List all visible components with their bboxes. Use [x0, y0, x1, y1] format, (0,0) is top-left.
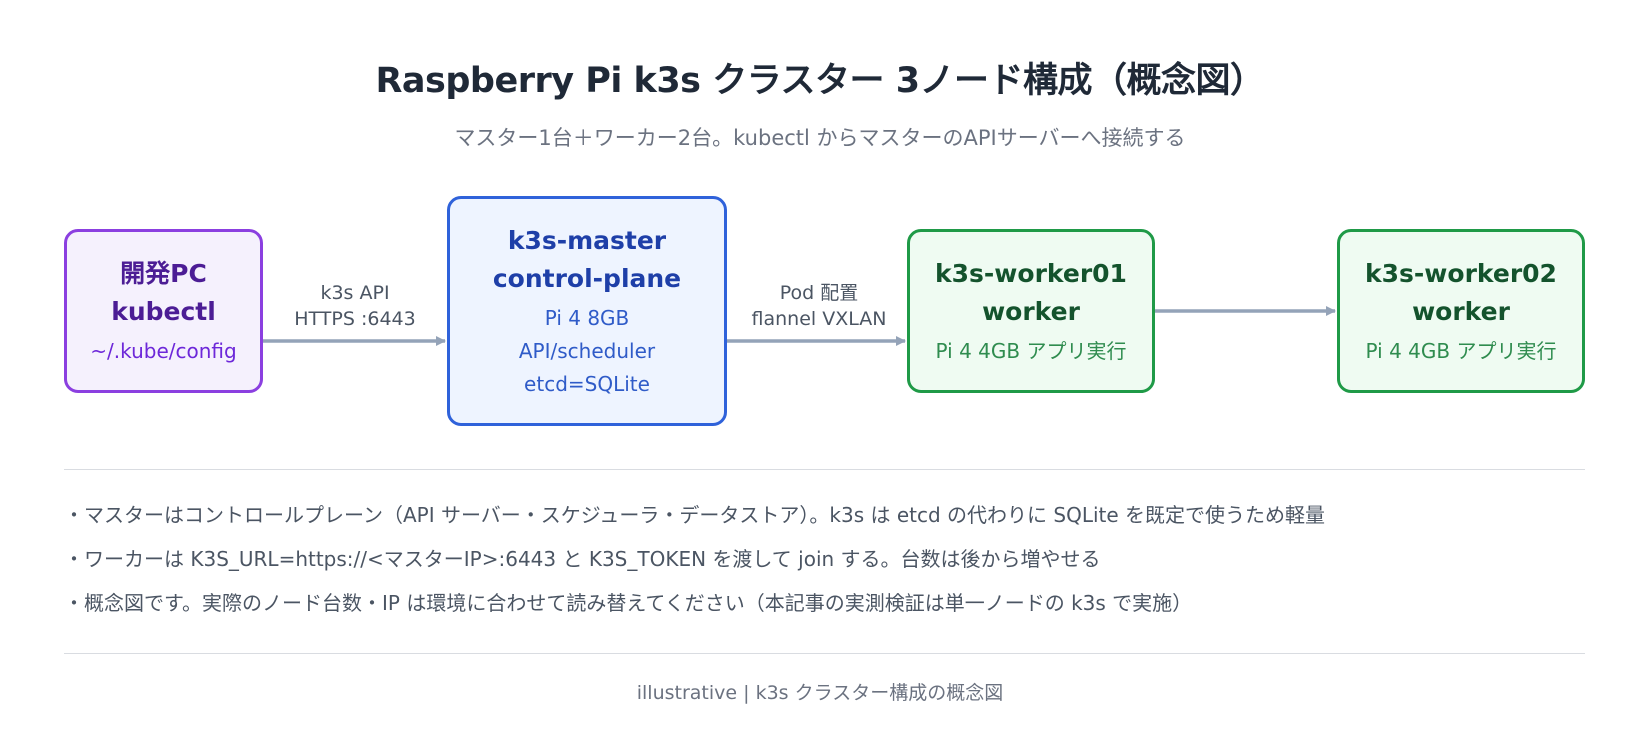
node-k3s-worker02: k3s-worker02 worker Pi 4 4GB アプリ実行 — [1337, 229, 1585, 393]
node-detail: ~/.kube/config — [90, 339, 237, 363]
node-title: control-plane — [492, 263, 682, 293]
edge-label-line: k3s API — [320, 282, 390, 304]
node-title: worker — [1412, 297, 1510, 326]
note-item: ・概念図です。実際のノード台数・IP は環境に合わせて読み替えてください（本記事… — [64, 591, 1193, 615]
edge-label-line: HTTPS :6443 — [294, 308, 416, 330]
note-item: ・ワーカーは K3S_URL=https://<マスターIP>:6443 と K… — [64, 547, 1101, 571]
node-k3s-master: k3s-master control-plane Pi 4 8GB API/sc… — [447, 196, 727, 426]
node-title: k3s-master — [507, 225, 667, 255]
node-title: k3s-worker01 — [935, 259, 1127, 288]
node-detail: Pi 4 8GB — [544, 305, 630, 330]
node-title: kubectl — [111, 297, 216, 326]
node-dev-pc: 開発PC kubectl ~/.kube/config — [64, 229, 263, 393]
notes-list: ・マスターはコントロールプレーン（API サーバー・スケジューラ・データストア）… — [64, 493, 1585, 625]
node-k3s-worker01: k3s-worker01 worker Pi 4 4GB アプリ実行 — [907, 229, 1155, 393]
node-detail: Pi 4 4GB アプリ実行 — [935, 339, 1127, 363]
edge-label-pod-placement: Pod 配置 flannel VXLAN — [737, 280, 901, 332]
diagram-subtitle: マスター1台＋ワーカー2台。kubectl からマスターのAPIサーバーへ接続す… — [454, 126, 1186, 150]
node-title: 開発PC — [120, 259, 207, 288]
node-detail: Pi 4 4GB アプリ実行 — [1365, 339, 1557, 363]
node-detail: API/scheduler — [518, 338, 656, 363]
node-title: worker — [982, 297, 1080, 326]
node-title: k3s-worker02 — [1365, 259, 1557, 288]
footer-caption: illustrative | k3s クラスター構成の概念図 — [636, 682, 1004, 704]
diagram-title: Raspberry Pi k3s クラスター 3ノード構成（概念図） — [375, 61, 1265, 101]
edge-label-k3s-api: k3s API HTTPS :6443 — [273, 280, 437, 332]
note-item: ・マスターはコントロールプレーン（API サーバー・スケジューラ・データストア）… — [64, 503, 1326, 527]
node-detail: etcd=SQLite — [524, 371, 650, 396]
edge-label-line: Pod 配置 — [779, 282, 859, 304]
divider-bottom — [64, 653, 1585, 654]
edge-label-line: flannel VXLAN — [751, 308, 887, 330]
divider-top — [64, 469, 1585, 470]
